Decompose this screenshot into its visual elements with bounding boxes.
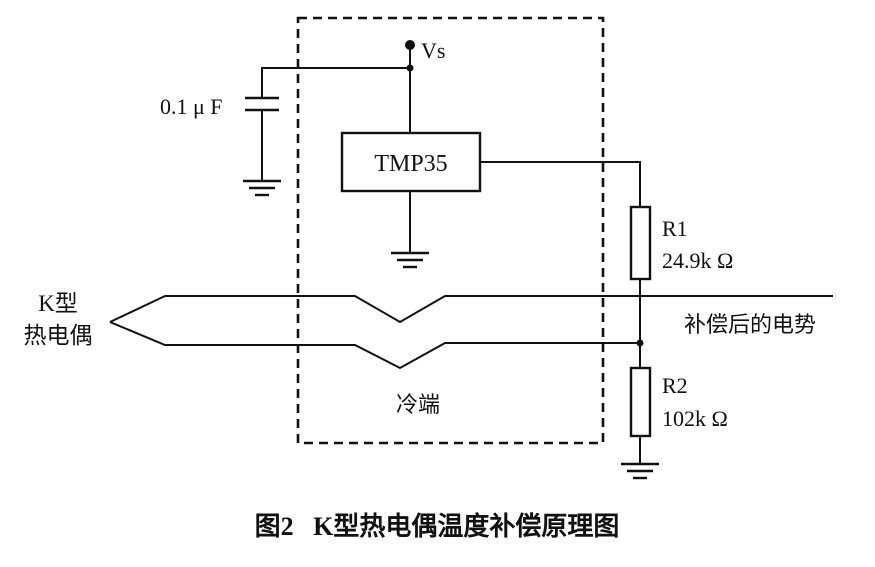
r1-value-label: 24.9k Ω [662, 248, 733, 273]
r2-name-label: R2 [662, 373, 688, 398]
thermocouple-wire-upper [109, 295, 833, 324]
thermocouple-label-line1: K型 [38, 291, 78, 316]
thermocouple-wire-lower [109, 321, 640, 370]
capacitor-wire-top [261, 67, 410, 98]
capacitor-label: 0.1 μ F [160, 94, 223, 119]
sensor-ground-icon [391, 251, 429, 269]
capacitor-ground-icon [243, 179, 281, 197]
compensated-emf-label: 补偿后的电势 [684, 312, 816, 337]
vs-label: Vs [421, 38, 445, 63]
sensor-output-wire [480, 161, 641, 207]
r2-value-label: 102k Ω [662, 406, 728, 431]
figure-caption: 图2 K型热电偶温度补偿原理图 [255, 511, 620, 541]
thermocouple-label-line2: 热电偶 [24, 323, 93, 348]
tmp35-label: TMP35 [374, 151, 447, 177]
cold-junction-label: 冷端 [396, 392, 440, 417]
r1-name-label: R1 [662, 216, 688, 241]
r2-resistor [629, 366, 652, 438]
cold-junction-boundary [296, 16, 605, 445]
r1-resistor [629, 205, 652, 281]
r2-ground-icon [621, 462, 659, 480]
